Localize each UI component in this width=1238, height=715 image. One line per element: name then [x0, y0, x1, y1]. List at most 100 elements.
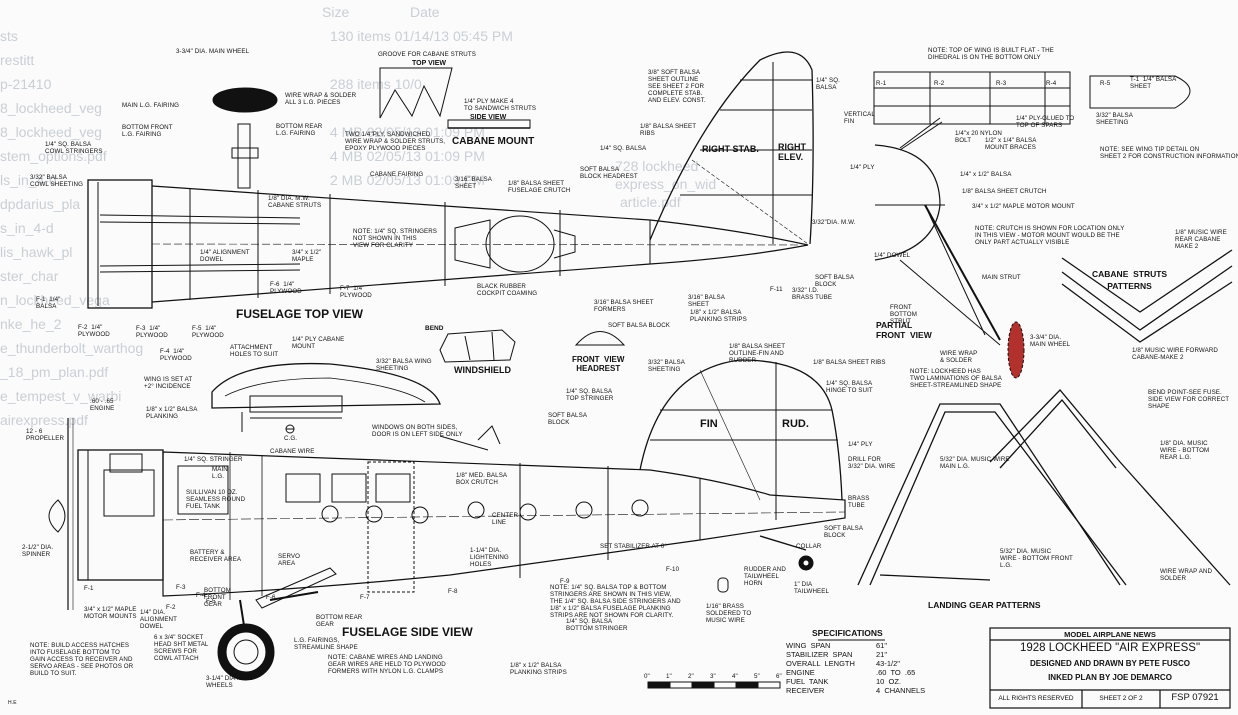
listing-entry: 4 MB 02/05/13 01:09 PM: [330, 148, 485, 164]
title-block-plan-number: FSP 07921: [1171, 692, 1219, 703]
landing-gear-patterns-drawing: [857, 389, 1231, 586]
callout-label: BOTTOM FRONT GEAR: [204, 587, 231, 608]
lightening-hole: [631, 499, 649, 517]
spec-key: OVERALL LENGTH: [786, 659, 855, 668]
callout-label: BOTTOM FRONT L.G. FAIRING: [122, 124, 173, 138]
scale-tick-label: 2": [688, 673, 694, 680]
callout-label: BATTERY & RECEIVER AREA: [190, 549, 242, 563]
callout-label: 1/8" BALSA SHEET CRUTCH: [962, 188, 1047, 195]
listing-header-date: Date: [410, 4, 440, 20]
scale-tick-label: 1": [666, 673, 672, 680]
fin-and-rudder-drawing: [639, 359, 843, 520]
lightening-hole: [467, 501, 485, 519]
callout-label: NOTE: CABANE WIRES AND LANDING GEAR WIRE…: [328, 654, 446, 675]
listing-entry: 4 MB 02/05/13 01:09 PM: [330, 124, 485, 140]
scale-tick-label: 3": [710, 673, 716, 680]
scale-tick-label: 4": [732, 673, 738, 680]
former-label: F-10: [666, 566, 680, 573]
listing-filename: lis_hawk_pl: [0, 244, 73, 260]
callout-label: 1/4" SQ. BALSA COWL STRINGERS: [45, 141, 103, 155]
callout-label: 3-3/4" DIA. MAIN WHEEL: [176, 48, 250, 55]
listing-filename: n_lockheed_vega: [0, 292, 110, 308]
callout-label: NOTE: LOCKHEED HAS TWO LAMINATIONS OF BA…: [910, 368, 1003, 389]
callout-label: 1/4" SQ. BALSA: [600, 145, 647, 152]
callout-label: 1/4" ALIGNMENT DOWEL: [200, 249, 250, 263]
lightening-hole: [321, 505, 339, 523]
callout-label: 3/32" BALSA SHEETING: [648, 359, 686, 373]
callout-label: F-1 1/4" BALSA: [36, 296, 61, 310]
listing-filename: e_tempest_v_warbi: [0, 388, 122, 404]
callout-label: NOTE: SEE WING TIP DETAIL ON SHEET 2 FOR…: [1100, 146, 1238, 160]
callout-label: WIRE WRAP AND SOLDER: [1160, 568, 1213, 582]
callout-label: WIRE WRAP & SOLDER: [940, 350, 978, 364]
partial-front-view-title: PARTIAL FRONT VIEW: [876, 320, 932, 340]
callout-label: NOTE: 1/4" SQ. STRINGERS NOT SHOWN IN TH…: [353, 228, 438, 249]
title-block-publisher: MODEL AIRPLANE NEWS: [1064, 630, 1156, 639]
drafter-initials: H.E: [8, 700, 17, 706]
callout-label: 1/4" DOWEL: [874, 252, 911, 259]
callout-label: TWO 1/4"PLY, SANDWICHED WIRE WRAP & SOLD…: [345, 131, 446, 152]
callout-label: F-7 1/4" PLYWOOD: [340, 285, 372, 299]
cabane-struts-patterns-drawing: [1061, 249, 1233, 343]
listing-filename: ls_in_4-d: [0, 172, 57, 188]
lightening-hole: [575, 501, 593, 519]
listing-entry: express_on_wid: [615, 176, 717, 192]
former-label: F-1: [84, 585, 94, 592]
callout-label: 1/8" x 1/2" BALSA PLANKING STRIPS: [510, 662, 567, 676]
former-label: F-5: [206, 598, 216, 605]
scale-bar: [647, 681, 781, 689]
listing-filename: nke_he_2: [0, 316, 62, 332]
callout-label: CABANE FAIRING: [370, 171, 424, 178]
callout-label: MAIN STRUT: [982, 274, 1021, 281]
callout-label: 1/16" BRASS SOLDERED TO MUSIC WIRE: [706, 603, 752, 624]
callout-label: 1/8" MED. BALSA BOX CRUTCH: [456, 472, 508, 486]
callout-label: CENTER LINE: [492, 512, 519, 526]
callout-label: 1/4" DIA. ALIGNMENT DOWEL: [140, 609, 177, 630]
former-label: R-3: [996, 80, 1007, 87]
top-view-label: TOP VIEW: [412, 60, 446, 67]
callout-label: 1/8" BALSA SHEET FUSELAGE CRUTCH: [508, 180, 571, 194]
callout-label: SOFT BALSA BLOCK: [824, 525, 864, 539]
spec-value: 4 CHANNELS: [876, 686, 926, 695]
listing-filename: stem_options.pdf: [0, 148, 107, 164]
callout-label: BOTTOM REAR GEAR: [316, 614, 363, 628]
partial-front-view-drawing: [874, 144, 1025, 379]
callout-label: BEND POINT-SEE FUSE. SIDE VIEW FOR CORRE…: [1148, 389, 1230, 410]
callout-label: MAIN L.G. FAIRING: [122, 102, 180, 109]
callout-label: NOTE: BUILD ACCESS HATCHES INTO FUSELAGE…: [30, 642, 134, 677]
title-block-rights: ALL RIGHTS RESERVED: [998, 695, 1074, 702]
callout-label: 3/4" x 1/2" MAPLE MOTOR MOUNTS: [84, 606, 137, 620]
listing-entry: 288 items 10/0: [330, 76, 422, 92]
callout-label: SOFT BALSA BLOCK: [815, 274, 855, 288]
callout-label: 1" DIA TAILWHEEL: [794, 581, 830, 595]
callout-label: 3/4" x 1/2" MAPLE: [292, 249, 322, 263]
listing-entry: 2 MB 02/05/13 01:09 PM: [330, 172, 485, 188]
callout-label: 1/4" x 1/2" BALSA: [960, 171, 1012, 178]
lightening-hole: [519, 503, 537, 521]
callout-label: F-2 1/4" PLYWOOD: [78, 324, 110, 338]
callout-label: 1/8" BALSA SHEET RIBS: [640, 123, 697, 137]
callout-label: F-6 1/4" PLYWOOD: [270, 281, 302, 295]
callout-label: WIRE WRAP & SOLDER ALL 3 L.G. PIECES: [285, 92, 357, 106]
former-label: R-1: [876, 80, 887, 87]
callout-label: SET STABILIZER AT 0°: [600, 543, 667, 550]
callout-label: 1/2" x 1/4" BALSA MOUNT BRACES: [985, 137, 1037, 151]
fuselage-top-view-drawing: [87, 87, 809, 309]
callout-label: 3/32"DIA. M.W.: [812, 219, 856, 226]
callout-label: 1/4" PLY-GLUED TO TOP OF SPARS: [1016, 115, 1075, 129]
scale-tick-label: 0": [644, 673, 650, 680]
callout-label: 5/32" DIA. MUSIC WIRE MAIN L.G.: [940, 456, 1010, 470]
callout-label: F-5 1/4" PLYWOOD: [192, 325, 224, 339]
listing-filename: dpdarius_pla: [0, 196, 81, 212]
wing-top-view-drawing: [873, 71, 1191, 151]
listing-filename: ster_char: [0, 268, 59, 284]
headrest-drawing: [574, 331, 626, 346]
spec-value: 10 OZ.: [876, 677, 902, 686]
fuselage-top-view-title: FUSELAGE TOP VIEW: [236, 307, 363, 321]
specifications-title: SPECIFICATIONS: [812, 628, 883, 638]
former-label: F-4: [196, 592, 206, 599]
listing-filename: p-21410: [0, 76, 52, 92]
callout-label: 3/16" BALSA SHEET: [455, 176, 493, 190]
callout-label: 1-1/4" DIA. LIGHTENING HOLES: [470, 547, 509, 568]
callout-label: 1/4" SQ. BALSA TOP STRINGER: [566, 388, 614, 402]
